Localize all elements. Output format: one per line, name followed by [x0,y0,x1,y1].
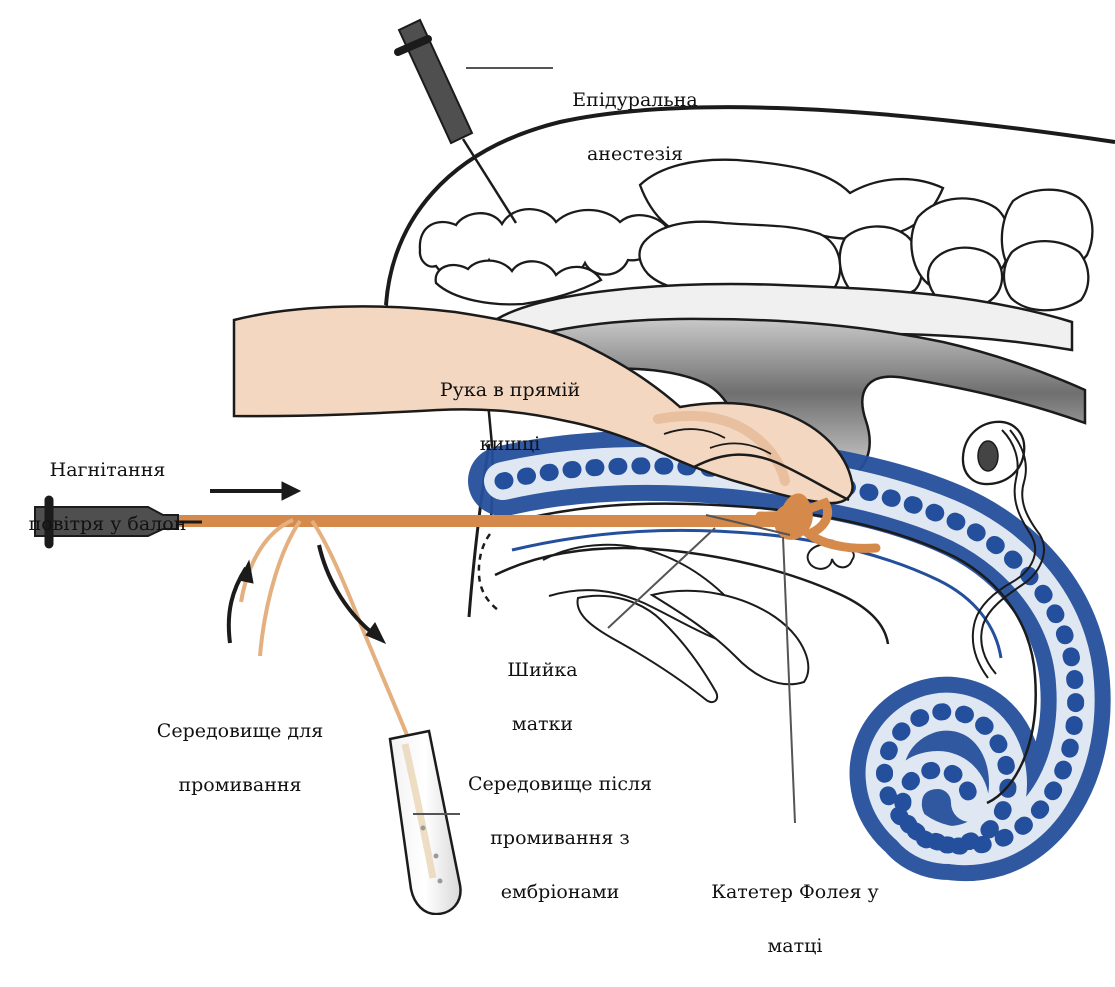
medium-after-flushing-line-2: промивання з [450,825,670,852]
medium-after-flushing-label: Середовище після промивання з ембріонами [450,744,670,933]
cervix-line-2: матки [490,711,595,738]
foley-catheter-label: Катетер Фолея у матці [700,852,890,987]
epidural-syringe [398,20,553,223]
flushing-medium-label: Середовище для промивання [130,691,350,826]
flushing-medium-line-2: промивання [130,772,350,799]
flushing-medium-line-1: Середовище для [130,718,350,745]
foley-catheter-line-1: Катетер Фолея у [700,879,890,906]
foley-catheter-line-2: матці [700,933,890,960]
epidural-anesthesia-label: Епідуральна анестезія [565,60,705,195]
medium-after-flushing-line-1: Середовище після [450,771,670,798]
air-injection-line-1: Нагнітання [5,457,210,484]
air-injection-line-2: повітря у балон [5,511,210,538]
epidural-anesthesia-line-1: Епідуральна [565,87,705,114]
medium-after-flushing-line-3: ембріонами [450,879,670,906]
hand-in-rectum-line-1: Рука в прямій [425,377,595,404]
hand-in-rectum-line-2: кишці [425,431,595,458]
epidural-anesthesia-line-2: анестезія [565,141,705,168]
flow-arrows [210,482,385,643]
air-injection-label: Нагнітання повітря у балон [5,430,210,565]
hand-in-rectum-label: Рука в прямій кишці [425,350,595,485]
cervix-line-1: Шийка [490,657,595,684]
